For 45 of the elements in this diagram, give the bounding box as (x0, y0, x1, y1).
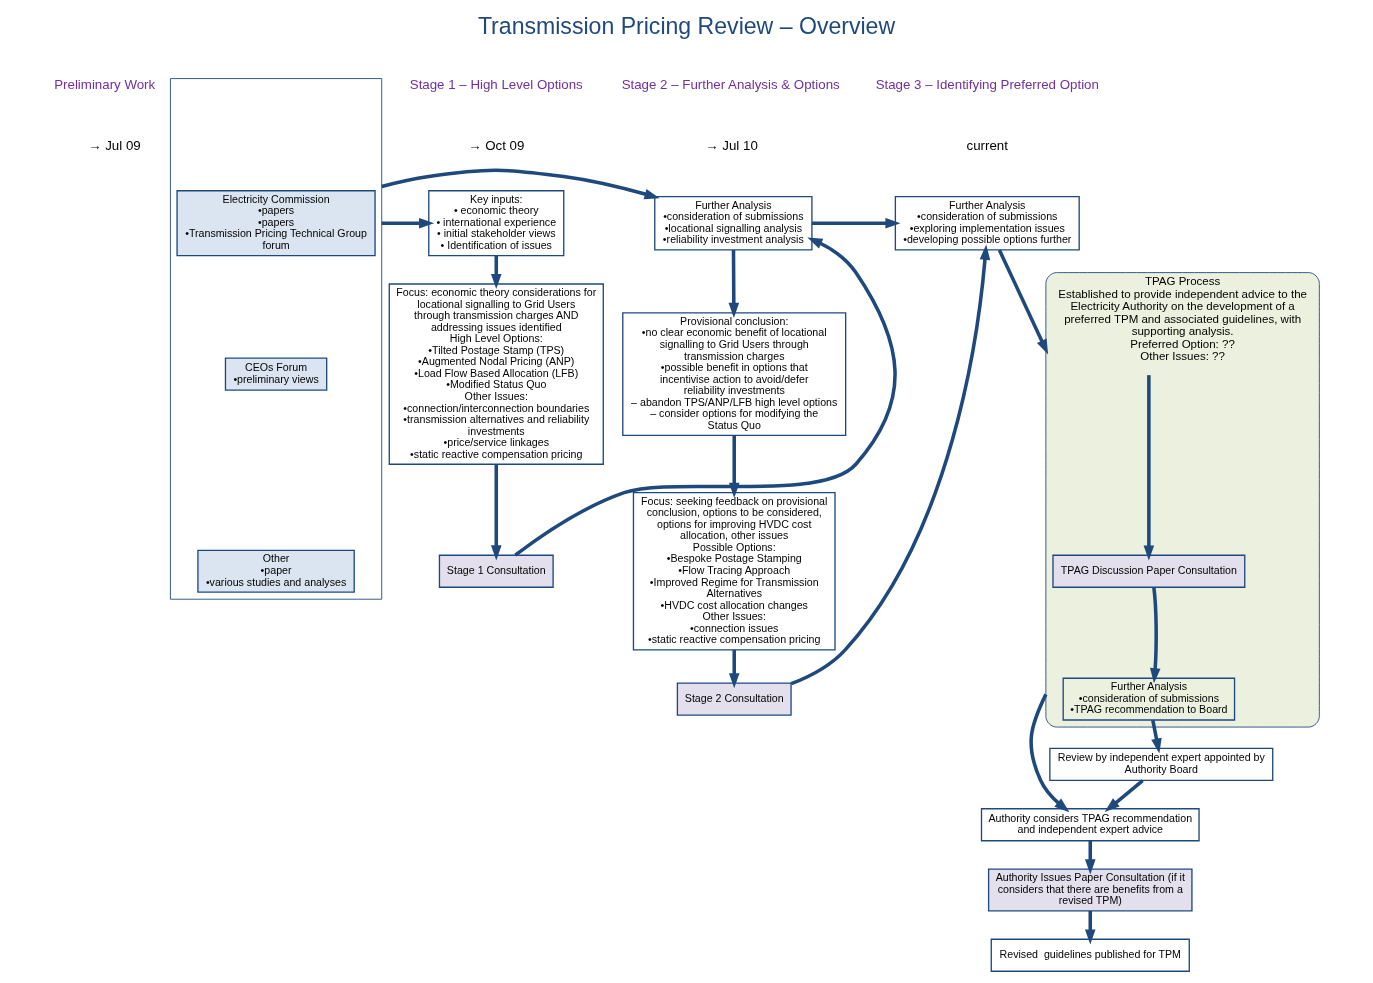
arrow (790, 244, 991, 686)
label: → Oct 09 (468, 137, 525, 153)
arrow (490, 255, 502, 290)
arrow (514, 237, 897, 557)
label: Stage 1 – High Level Options (409, 77, 583, 93)
arrow (1149, 587, 1161, 684)
arrow (997, 249, 1049, 355)
node-box: Authority Issues Paper Consultation (if it considers that there are benefits from a revised TPM) (987, 868, 1193, 912)
label: Preliminary Work (54, 77, 156, 93)
node-box: Further Analysis •consideration of submissions •TPAG recommendation to Board (1062, 677, 1236, 721)
arrow (1029, 693, 1070, 813)
arrow (1084, 841, 1096, 875)
arrow (728, 435, 740, 498)
arrow (381, 217, 435, 229)
label: current (966, 137, 1008, 153)
arrow (381, 168, 660, 200)
node-box: Authority considers TPAG recommendation and independent expert advice (980, 808, 1200, 842)
node-box: Stage 1 Consultation (438, 554, 554, 588)
arrow (728, 649, 740, 689)
node-box: Further Analysis •consideration of submissions •exploring implementation issues •developing possible options further (894, 195, 1080, 251)
node-box: Provisional conclusion: •no clear economic benefit of locational signalling to Grid Users through transmission charges •possible benefit in options that incentivise action to avoid/defer reliability investments – abandon TPS/ANP/LFB high level options – consider options for modifying the Status Quo (622, 312, 847, 437)
node-box: Revised guidelines published for TPM (990, 938, 1190, 972)
arrow (728, 250, 740, 318)
node-box: TPAG Discussion Paper Consultation (1052, 554, 1246, 588)
node-box: Stage 2 Consultation (676, 682, 792, 716)
node-box: Electricity Commission •papers •papers •Transmission Pricing Technical Group forum (176, 190, 376, 257)
node-box: Key inputs: • economic theory • international experience • initial stakeholder views • Identification of issues (428, 190, 565, 257)
arrow (1104, 779, 1144, 812)
label: → Jul 10 (705, 137, 758, 153)
arrow (1084, 910, 1096, 945)
label: Stage 3 – Identifying Preferred Option (875, 77, 1099, 93)
node-box: Other •paper •various studies and analyses (197, 549, 355, 593)
node-box: CEOs Forum •preliminary views (224, 357, 328, 391)
label: → Jul 09 (88, 137, 141, 153)
node-box: Focus: seeking feedback on provisional conclusion, options to be considered, options for improving HVDC cost allocation, other issues Possible Options: •Bespoke Postage Stamping •Flow Tracing Approach •Improved Regime for Transmission Alternatives •HVDC cost allocation changes Other Issues: •connection issues •static reactive compensation pricing (632, 492, 836, 651)
node-box: Review by independent expert appointed by Authority Board (1049, 747, 1274, 781)
arrow (1143, 375, 1155, 561)
label: Stage 2 – Further Analysis & Options (621, 77, 840, 93)
node-box: Focus: economic theory considerations for locational signalling to Grid Users through transmission charges AND addressing issues identified High Level Options: •Tilted Postage Stamp (TPS) •Augmented Nodal Pricing (ANP) •Load Flow Based Allocation (LFB) •Modified Status Quo Other Issues: •connection/interconnection boundaries •transmission alternatives and reliability investments •price/service linkages •static reactive compensation pricing (388, 283, 604, 465)
cluster (169, 78, 383, 600)
arrow (811, 217, 901, 229)
node-box: Further Analysis •consideration of submissions •locational signalling analysis •reliability investment analysis (654, 195, 813, 251)
arrow (490, 464, 502, 561)
arrow (1151, 719, 1162, 754)
diagram-title: Transmission Pricing Review – Overview (477, 12, 896, 39)
